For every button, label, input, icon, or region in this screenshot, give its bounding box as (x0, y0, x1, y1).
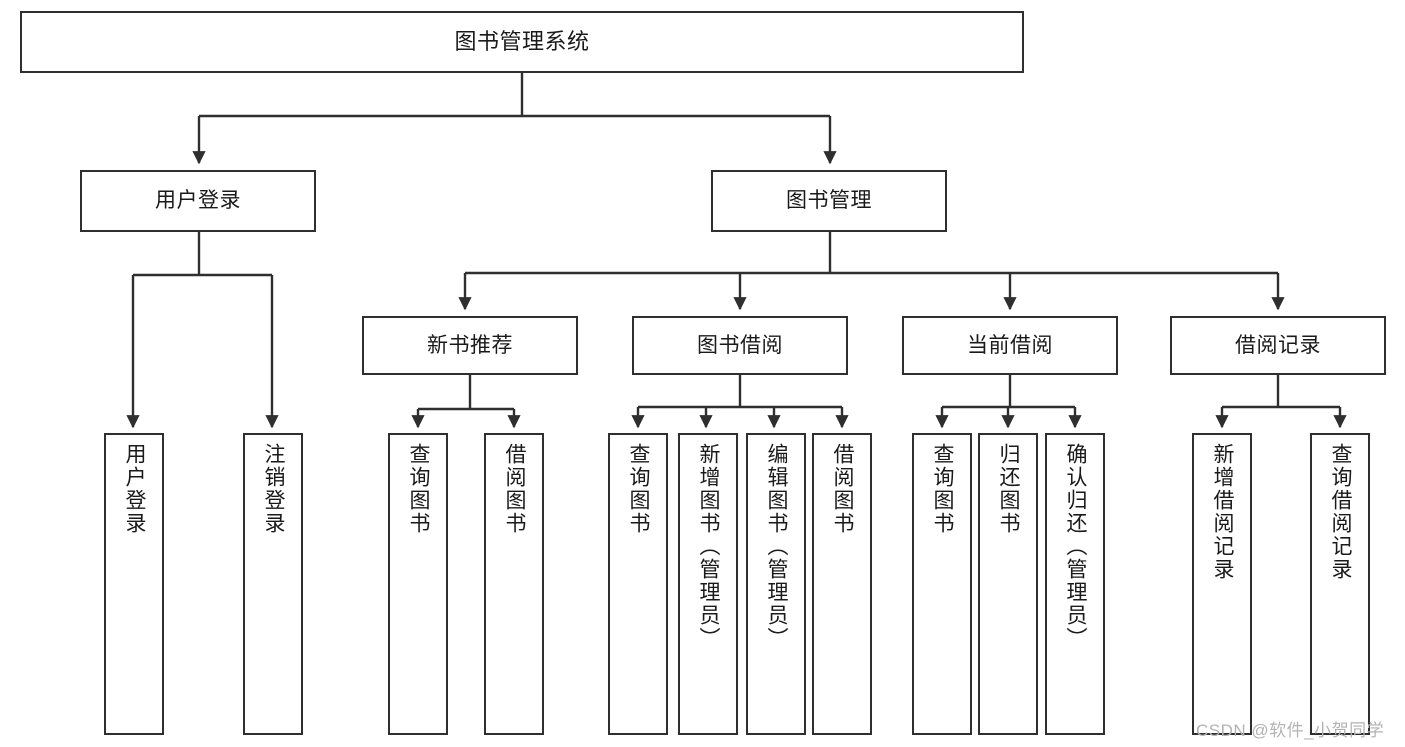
node-label: 借阅记录 (1235, 333, 1321, 357)
node-user-login[interactable]: 用户登录 (80, 170, 316, 232)
node-borrow-record[interactable]: 借阅记录 (1170, 316, 1386, 375)
node-leaf-return-book[interactable]: 归还图书 (978, 433, 1038, 735)
node-leaf-logout-login[interactable]: 注销登录 (243, 433, 303, 735)
node-label: 用户登录 (123, 443, 147, 535)
node-leaf-query-borrow-record[interactable]: 查询借阅记录 (1310, 433, 1370, 735)
node-label: 新增借阅记录 (1211, 443, 1235, 581)
node-leaf-user-login[interactable]: 用户登录 (104, 433, 164, 735)
node-label: 查询图书 (627, 443, 651, 535)
node-book-management-system[interactable]: 图书管理系统 (20, 11, 1024, 73)
node-book-management[interactable]: 图书管理 (711, 170, 947, 232)
node-leaf-add-borrow-record[interactable]: 新增借阅记录 (1192, 433, 1252, 735)
node-leaf-edit-book[interactable]: 编辑图书（管理员） (746, 433, 806, 735)
node-leaf-borrow-book[interactable]: 借阅图书 (812, 433, 872, 735)
node-leaf-query-book-recommend[interactable]: 查询图书 (388, 433, 448, 735)
node-label: 查询图书 (931, 443, 955, 535)
node-new-book-recommend[interactable]: 新书推荐 (362, 316, 578, 375)
node-leaf-query-book-borrow[interactable]: 查询图书 (608, 433, 668, 735)
node-current-borrow[interactable]: 当前借阅 (902, 316, 1118, 375)
node-label: 图书管理 (786, 189, 872, 213)
csdn-watermark: CSDN @软件_小贺同学 (1196, 721, 1385, 740)
node-label: 图书管理系统 (454, 28, 590, 54)
node-leaf-confirm-return[interactable]: 确认归还（管理员） (1045, 433, 1105, 735)
node-leaf-add-book[interactable]: 新增图书（管理员） (678, 433, 738, 735)
node-label: 借阅图书 (503, 443, 527, 535)
node-label: 用户登录 (155, 189, 241, 213)
node-label: 归还图书 (997, 443, 1021, 535)
node-label: 新增图书（管理员） (697, 443, 721, 650)
node-label: 图书借阅 (697, 333, 783, 357)
node-label: 确认归还（管理员） (1064, 443, 1088, 650)
node-label: 当前借阅 (967, 333, 1053, 357)
node-label: 借阅图书 (831, 443, 855, 535)
node-label: 注销登录 (262, 443, 286, 535)
node-label: 查询借阅记录 (1329, 443, 1353, 581)
node-label: 查询图书 (407, 443, 431, 535)
node-leaf-query-book-current[interactable]: 查询图书 (912, 433, 972, 735)
node-label: 编辑图书（管理员） (765, 443, 789, 650)
node-book-borrow[interactable]: 图书借阅 (632, 316, 848, 375)
node-label: 新书推荐 (427, 333, 513, 357)
node-leaf-borrow-book-recommend[interactable]: 借阅图书 (484, 433, 544, 735)
